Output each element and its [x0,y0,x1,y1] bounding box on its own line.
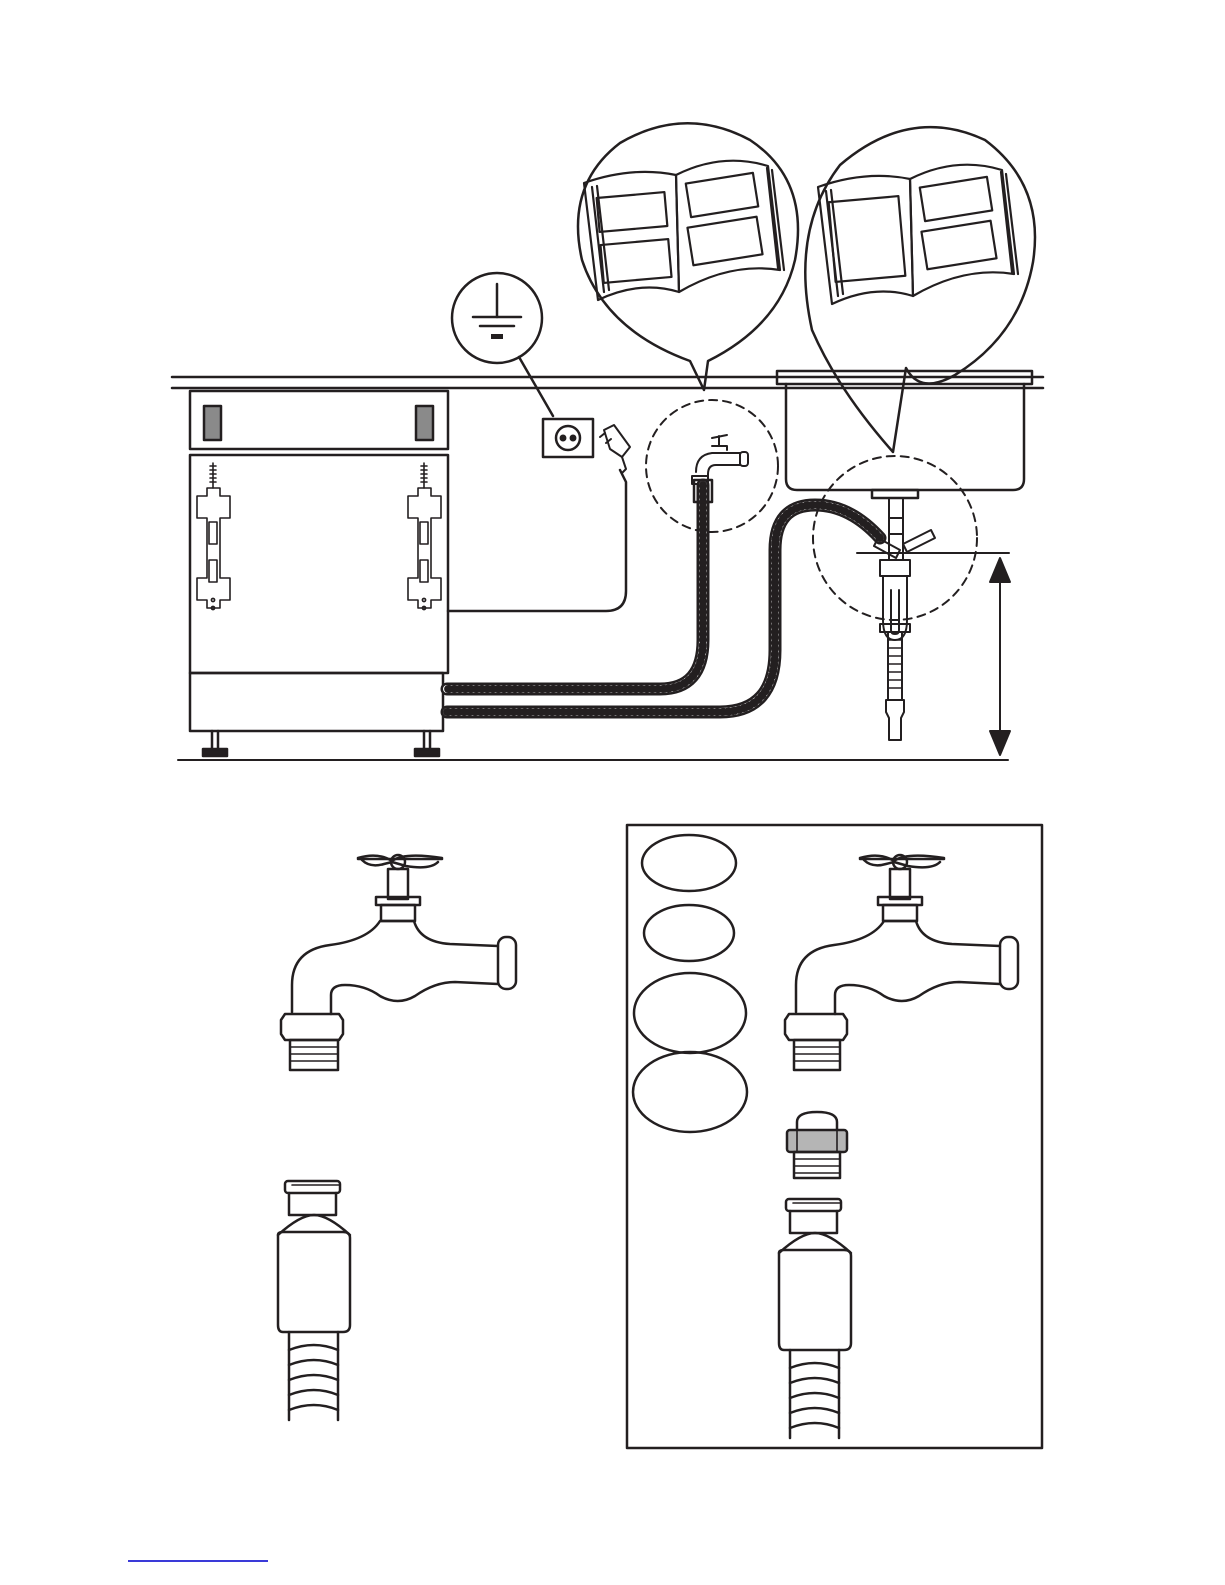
manual-callout-tap [578,123,798,390]
power-socket [543,419,593,457]
inlet-hose [447,485,703,689]
callout-ellipse-1 [642,835,736,891]
water-tap [281,855,516,1070]
bottom-link-rule [128,1560,268,1562]
inlet-hose-end [278,1181,350,1420]
water-tap [785,855,1018,1070]
adapter-connection-panel [627,825,1042,1448]
dishwasher-feet [203,731,439,756]
thread-adapter [787,1112,847,1178]
dishwasher [190,391,448,756]
height-dimension [857,553,1010,755]
panel-slot-right [416,406,433,440]
mounting-bracket-left [197,463,230,610]
sink [777,371,1032,498]
worktop [172,377,1043,388]
water-tap [692,435,748,484]
earth-ground-callout [452,273,553,416]
dishwasher-top-panel [190,391,448,449]
tap-direct-connection [278,855,516,1420]
manual-callout-siphon [805,127,1035,452]
installation-overview [172,123,1043,760]
inlet-hose-end [779,1199,851,1438]
drain-hose [447,505,880,712]
mounting-bracket-right [408,463,441,610]
callout-ellipse-4 [633,1052,747,1132]
power-cable [448,470,626,611]
dishwasher-plinth [190,673,443,731]
panel-slot-left [204,406,221,440]
callout-ellipses [633,835,747,1132]
plug [600,425,630,473]
open-book-icon [818,165,1018,304]
siphon-detail-circle [813,456,977,620]
callout-ellipse-3 [634,973,746,1053]
callout-ellipse-2 [644,905,734,961]
dishwasher-door [190,455,448,673]
open-book-icon [584,161,784,300]
